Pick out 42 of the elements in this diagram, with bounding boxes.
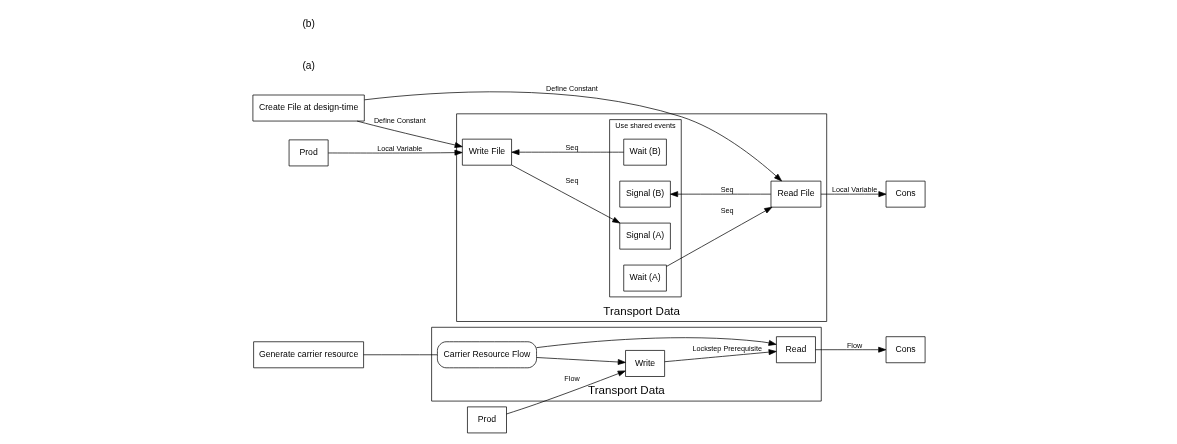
arrow: [356, 120, 463, 148]
edge-label: Flow: [846, 340, 862, 350]
arrow: [814, 346, 886, 353]
edge-label: Local Variable: [831, 184, 877, 194]
node-box: Carrier Resource Flow: [436, 341, 537, 369]
edge-label: Define Constant: [373, 116, 426, 126]
label: (a): [301, 59, 315, 71]
edge-label: Flow: [563, 373, 580, 383]
node-box: Read: [775, 336, 816, 364]
edge-label: Seq: [720, 184, 734, 194]
connector: [362, 354, 438, 356]
edge-label: Seq: [720, 205, 734, 215]
edge-label: Local Variable: [376, 143, 422, 153]
arrow: [327, 149, 462, 156]
arrow: [820, 191, 886, 198]
arrow: [505, 370, 626, 415]
edge-label: Lockstep Prerequisite: [691, 344, 762, 354]
node-box: Signal (B): [618, 180, 671, 208]
node-box: Write: [624, 350, 665, 377]
node-box: Wait (B): [622, 138, 667, 166]
arrow: [510, 164, 620, 224]
node-box: Generate carrier resource: [252, 341, 364, 369]
node-box: Read File: [770, 180, 821, 208]
arrow: [510, 149, 624, 156]
node-box: Create File at design-time: [252, 94, 365, 122]
edge-label: Seq: [565, 143, 578, 152]
node-box: Wait (A): [622, 264, 667, 292]
node-box: Write File: [461, 138, 512, 166]
node-box: Prod: [466, 406, 507, 434]
arrow: [363, 91, 782, 182]
node-box: Cons: [885, 336, 925, 364]
arrow: [663, 349, 777, 363]
node-box: Cons: [885, 180, 925, 208]
edge-label: Seq: [565, 175, 578, 185]
node-box: Prod: [288, 139, 328, 167]
arrow: [669, 191, 771, 198]
arrow: [535, 357, 626, 365]
arrow: [665, 206, 772, 267]
label: (b): [301, 17, 315, 29]
node-box: Signal (A): [618, 222, 671, 250]
edge-label: Define Constant: [545, 84, 598, 94]
arrow: [535, 337, 776, 348]
